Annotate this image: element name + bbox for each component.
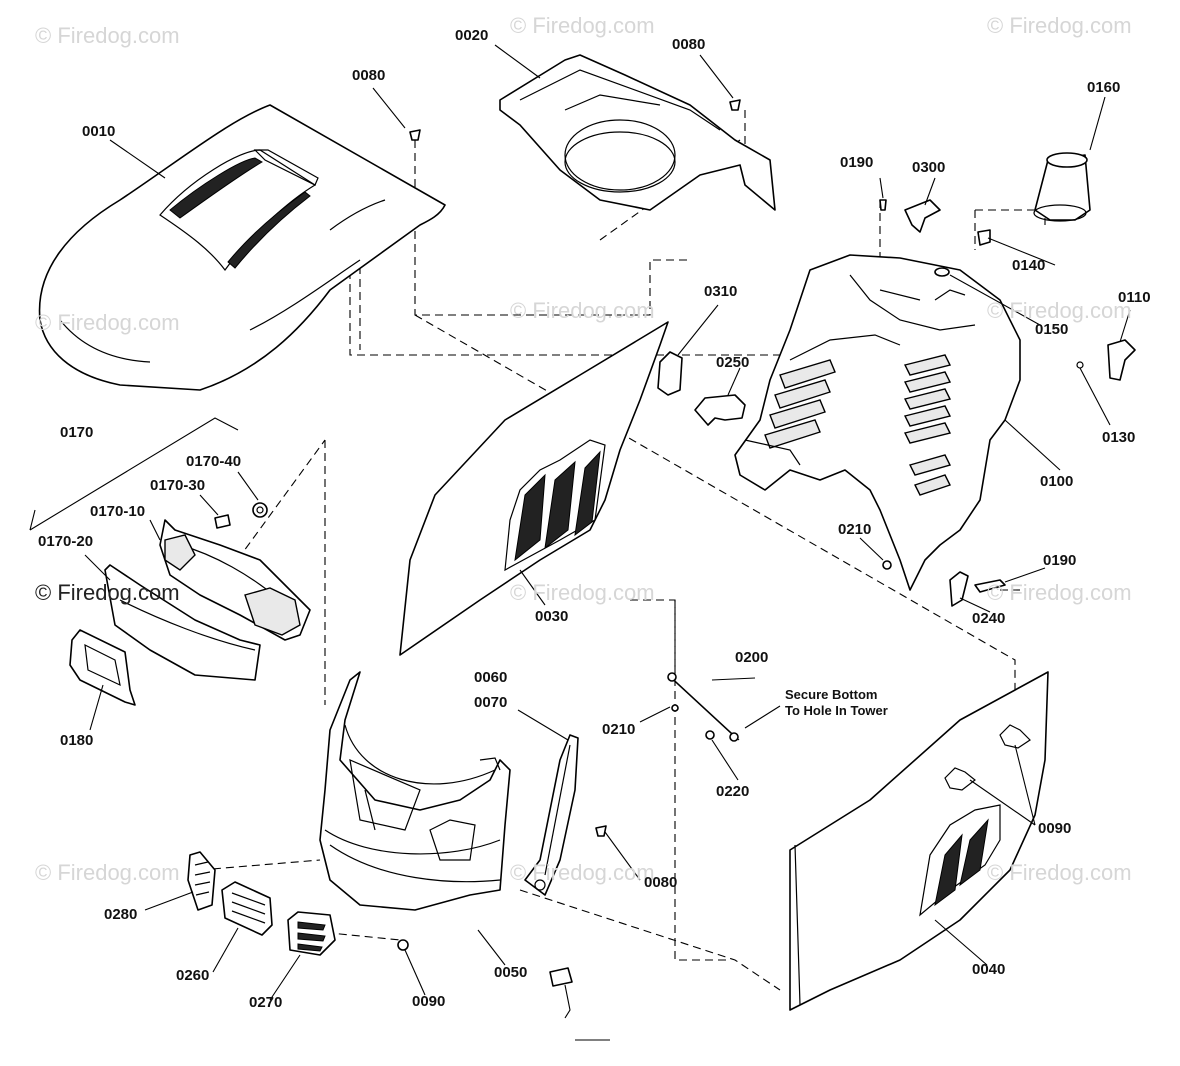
assembly-note-line2: To Hole In Tower: [785, 703, 888, 719]
vent-0270-part: [287, 911, 336, 956]
callout-0180: 0180: [60, 732, 94, 749]
assembly-note: Secure Bottom To Hole In Tower: [785, 687, 888, 720]
callout-0280: 0280: [104, 906, 138, 923]
callout-0170-40: 0170-40: [186, 453, 242, 470]
watermark-text: © Firedog.com: [510, 13, 655, 38]
callout-0020: 0020: [455, 27, 489, 44]
vent-0280-part: [187, 851, 216, 911]
callout-0050: 0050: [494, 964, 528, 981]
callout-0170-30: 0170-30: [150, 477, 206, 494]
callout-0240: 0240: [972, 610, 1006, 627]
callout-0130: 0130: [1102, 429, 1136, 446]
callout-0300: 0300: [912, 159, 946, 176]
callout-0080: 0080: [352, 67, 386, 84]
screw-washer-part: [934, 229, 991, 277]
callout-0080: 0080: [672, 36, 706, 53]
front-grille-part: [319, 671, 511, 911]
bracket-0250-part: [694, 394, 746, 426]
leader-lines: [84, 44, 1131, 1041]
watermark-text: © Firedog.com: [987, 860, 1132, 885]
vent-slots-left: [764, 359, 836, 449]
dash-panel-part: [499, 54, 776, 211]
callout-0040: 0040: [972, 961, 1006, 978]
callout-0100: 0100: [1040, 473, 1074, 490]
callout-0110: 0110: [1118, 289, 1151, 306]
watermark-text: © Firedog.com: [987, 298, 1132, 323]
small-bracket-part: [904, 199, 941, 233]
lens-0180-part: [69, 629, 136, 706]
hood-top-part: [38, 104, 446, 391]
watermark-text: © Firedog.com: [35, 580, 180, 605]
callout-0220: 0220: [716, 783, 750, 800]
callout-0030: 0030: [535, 608, 569, 625]
callout-0070: 0070: [474, 694, 508, 711]
callout-0010: 0010: [82, 123, 116, 140]
callout-0060: 0060: [474, 669, 508, 686]
vent-0260-part: [221, 881, 273, 936]
callout-0150: 0150: [1035, 321, 1069, 338]
watermark-text: © Firedog.com: [510, 580, 655, 605]
watermark-text: © Firedog.com: [987, 13, 1132, 38]
latch-clip-part: [1076, 339, 1136, 381]
watermark-text: © Firedog.com: [35, 23, 180, 48]
headlight-assembly-part: [29, 417, 311, 681]
callout-0210: 0210: [838, 521, 872, 538]
dash-tower-part: [734, 254, 1021, 591]
callout-0170: 0170: [60, 424, 94, 441]
watermark-text: © Firedog.com: [510, 860, 655, 885]
callout-0250: 0250: [716, 354, 750, 371]
right-side-panel-part: [789, 671, 1049, 1011]
callout-0260: 0260: [176, 967, 210, 984]
callout-0090: 0090: [412, 993, 446, 1010]
callout-0170-10: 0170-10: [90, 503, 146, 520]
fasteners: [397, 99, 892, 987]
watermark-text: © Firedog.com: [987, 580, 1132, 605]
callout-0210: 0210: [602, 721, 636, 738]
support-rod-part: [667, 672, 740, 742]
callout-0080: 0080: [644, 874, 678, 891]
block-part: [657, 351, 683, 396]
callout-0310: 0310: [704, 283, 738, 300]
watermark-text: © Firedog.com: [35, 310, 180, 335]
callout-0200: 0200: [735, 649, 769, 666]
bracket-part: [524, 734, 579, 896]
watermark-text: © Firedog.com: [510, 298, 655, 323]
intake-cap-part: [1033, 152, 1091, 222]
watermark-text: © Firedog.com: [35, 860, 180, 885]
callout-0190: 0190: [840, 154, 874, 171]
left-side-panel-part: [399, 321, 669, 656]
callout-0140: 0140: [1012, 257, 1046, 274]
callout-0090: 0090: [1038, 820, 1072, 837]
callout-0270: 0270: [249, 994, 283, 1011]
vent-slots-right: [903, 354, 952, 496]
assembly-note-line1: Secure Bottom: [785, 687, 878, 702]
callout-0160: 0160: [1087, 79, 1121, 96]
clip-0240-part: [949, 571, 1006, 607]
callout-0170-20: 0170-20: [38, 533, 94, 550]
callout-0190: 0190: [1043, 552, 1077, 569]
